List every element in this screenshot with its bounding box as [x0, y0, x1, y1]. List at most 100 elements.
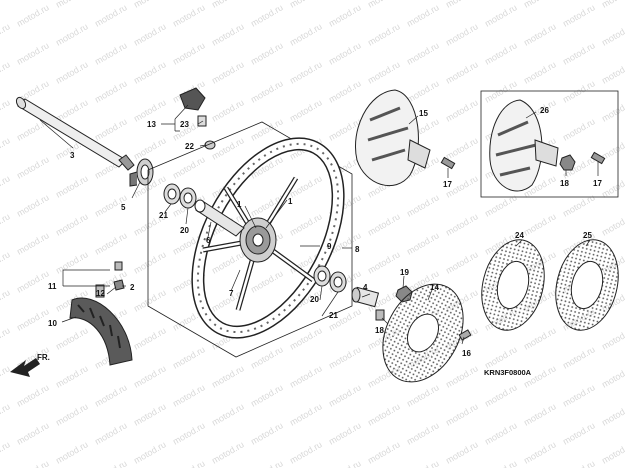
watermark-text: motod.ru [132, 287, 168, 313]
watermark-text: motod.ru [132, 249, 168, 275]
watermark-text: motod.ru [366, 211, 402, 237]
watermark-text: motod.ru [249, 344, 285, 370]
watermark-text: motod.ru [0, 97, 12, 123]
watermark-text: motod.ru [0, 325, 12, 351]
side-collar-part [351, 286, 380, 308]
watermark-text: motod.ru [561, 78, 597, 104]
watermark-text: motod.ru [288, 211, 324, 237]
watermark-text: motod.ru [288, 325, 324, 351]
watermark-text: motod.ru [54, 211, 90, 237]
watermark-text: motod.ru [54, 363, 90, 389]
watermark-text: motod.ru [522, 401, 558, 427]
brake-disc-25-part [555, 239, 619, 331]
right-bearings-part [313, 265, 347, 293]
watermark-text: motod.ru [600, 59, 625, 85]
watermark-text: motod.ru [522, 439, 558, 465]
watermark-text: motod.ru [600, 325, 625, 351]
watermark-text: motod.ru [600, 401, 625, 427]
callout-24: 24 [515, 231, 524, 240]
watermark-text: motod.ru [522, 21, 558, 47]
callout-19: 19 [400, 268, 409, 277]
watermark-text: motod.ru [405, 2, 441, 28]
watermark-text: motod.ru [444, 21, 480, 47]
watermark-text: motod.ru [483, 2, 519, 28]
watermark-text: motod.ru [54, 325, 90, 351]
watermark-text: motod.ru [483, 40, 519, 66]
watermark-text: motod.ru [132, 363, 168, 389]
callout-23: 23 [180, 120, 189, 129]
watermark-text: motod.ru [327, 420, 363, 446]
watermark-text: motod.ru [93, 78, 129, 104]
watermark-text: motod.ru [15, 420, 51, 446]
watermark-text: motod.ru [600, 21, 625, 47]
callout-17a: 17 [443, 180, 452, 189]
watermark-text: motod.ru [210, 97, 246, 123]
watermark-text: motod.ru [444, 401, 480, 427]
watermark-text: motod.ru [15, 306, 51, 332]
valve-part [179, 87, 216, 150]
watermark-text: motod.ru [288, 401, 324, 427]
watermark-text: motod.ru [132, 135, 168, 161]
watermark-text: motod.ru [405, 192, 441, 218]
brake-disc-part [382, 283, 464, 383]
tire-part [69, 261, 133, 366]
front-direction-label: FR. [37, 353, 50, 362]
callout-1b: 1 [288, 197, 293, 206]
callout-1a: 1 [237, 200, 242, 209]
watermark-text: motod.ru [405, 40, 441, 66]
disc-cover-part [355, 89, 431, 187]
watermark-text: motod.ru [93, 420, 129, 446]
watermark-text: motod.ru [93, 382, 129, 408]
watermark-text: motod.ru [15, 382, 51, 408]
watermark-text: motod.ru [249, 2, 285, 28]
watermark-text: motod.ru [210, 21, 246, 47]
watermark-text: motod.ru [483, 78, 519, 104]
watermark-text: motod.ru [561, 116, 597, 142]
watermark-text: motod.ru [444, 249, 480, 275]
watermark-text: motod.ru [132, 325, 168, 351]
watermark-text: motod.ru [483, 382, 519, 408]
callout-26: 26 [540, 106, 549, 115]
watermark-text: motod.ru [366, 401, 402, 427]
watermark-text: motod.ru [210, 363, 246, 389]
watermark-text: motod.ru [444, 135, 480, 161]
watermark-text: motod.ru [171, 382, 207, 408]
watermark-text: motod.ru [249, 458, 285, 468]
diagram-reference-code: KRN3F0800A [484, 368, 532, 377]
watermark-text: motod.ru [327, 458, 363, 468]
watermark-text: motod.ru [444, 59, 480, 85]
left-bearings-part [163, 183, 197, 209]
watermark-text: motod.ru [288, 97, 324, 123]
watermark-text: motod.ru [522, 0, 558, 10]
watermark-text: motod.ru [561, 382, 597, 408]
callout-22: 22 [185, 142, 194, 151]
watermark-text: motod.ru [600, 97, 625, 123]
watermark-text: motod.ru [366, 249, 402, 275]
callout-17b: 17 [593, 179, 602, 188]
callout-20b: 20 [310, 295, 319, 304]
watermark-text: motod.ru [405, 420, 441, 446]
watermark-text: motod.ru [0, 0, 12, 10]
callout-20a: 20 [180, 226, 189, 235]
watermark-text: motod.ru [210, 401, 246, 427]
watermark-text: motod.ru [15, 230, 51, 256]
watermark-text: motod.ru [171, 458, 207, 468]
watermark-text: motod.ru [0, 59, 12, 85]
watermark-text: motod.ru [288, 59, 324, 85]
watermark-text: motod.ru [561, 458, 597, 468]
brake-disc-24-part [481, 239, 545, 331]
watermark-text: motod.ru [54, 439, 90, 465]
callout-21b: 21 [329, 311, 338, 320]
watermark-text: motod.ru [444, 211, 480, 237]
watermark-text: motod.ru [210, 135, 246, 161]
callout-2: 2 [130, 283, 135, 292]
watermark-text: motod.ru [93, 458, 129, 468]
axle-collar-part [129, 158, 154, 187]
watermark-text: motod.ru [483, 192, 519, 218]
inset-box [480, 90, 619, 198]
inset-bolt-17-part [590, 151, 606, 165]
watermark-text: motod.ru [405, 78, 441, 104]
callout-18a: 18 [375, 326, 384, 335]
watermark-text: motod.ru [171, 2, 207, 28]
watermark-text: motod.ru [15, 458, 51, 468]
